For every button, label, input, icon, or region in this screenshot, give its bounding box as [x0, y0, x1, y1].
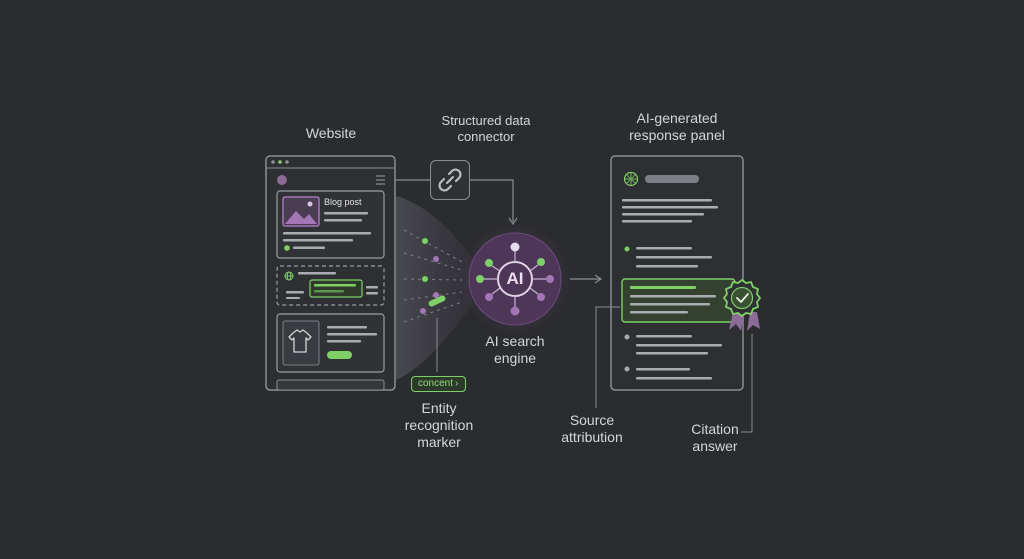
website-label-text: Website: [305, 125, 357, 141]
connector-label-line2: connector: [457, 129, 515, 144]
engine-label-line1: AI search: [485, 333, 545, 349]
ai-search-engine: [453, 217, 577, 341]
blog-post-card: [276, 190, 385, 259]
panel-label: AI-generated response panel: [615, 110, 739, 144]
data-funnel: [396, 196, 472, 380]
product-card: [276, 313, 385, 373]
check-badge-icon: [722, 278, 762, 331]
sparkle-icon: [623, 171, 639, 187]
citation-label-line1: Citation: [691, 421, 739, 437]
source-attribution-label: Source attribution: [547, 412, 637, 446]
entity-label-line1: Entity: [421, 400, 457, 416]
cited-snippet: [621, 278, 736, 323]
entity-tag-text: concent: [418, 378, 454, 389]
structured-data-connector: [430, 160, 470, 200]
globe-icon: [284, 271, 294, 281]
callout-lines: [436, 306, 753, 433]
site-avatar: [277, 175, 287, 185]
source-label-line2: attribution: [561, 429, 623, 445]
link-icon: [437, 167, 462, 192]
entity-label-line3: marker: [417, 434, 461, 450]
panel-label-line2: response panel: [629, 127, 725, 143]
entity-card: [276, 265, 385, 306]
image-icon: [282, 196, 320, 227]
menu-icon: [376, 175, 385, 185]
entity-marker-label: Entity recognition marker: [389, 400, 489, 451]
ai-core-label: AI: [506, 269, 524, 288]
funnel-nodes: [420, 238, 446, 314]
blog-post-label: Blog post: [324, 197, 362, 207]
connector-label-line1: Structured data: [441, 113, 531, 128]
citation-answer-label: Citation answer: [677, 421, 753, 455]
tag-arrow-icon: ›: [455, 378, 459, 389]
engine-label-line2: engine: [493, 350, 537, 366]
engine-label: AI search engine: [470, 333, 560, 367]
website-label: Website: [296, 125, 366, 142]
funnel-flow: [403, 229, 463, 323]
buy-button-shape: [327, 351, 352, 359]
panel-label-line1: AI-generated: [636, 110, 718, 126]
connector-label: Structured data connector: [426, 113, 546, 145]
connector-lines: [395, 179, 514, 222]
source-label-line1: Source: [569, 412, 615, 428]
entity-tag: concent›: [411, 376, 466, 392]
tshirt-icon: [288, 329, 312, 353]
output-arrow: [570, 274, 603, 284]
entity-label-line2: recognition: [404, 417, 474, 433]
response-panel: [610, 155, 744, 391]
citation-label-line2: answer: [692, 438, 738, 454]
